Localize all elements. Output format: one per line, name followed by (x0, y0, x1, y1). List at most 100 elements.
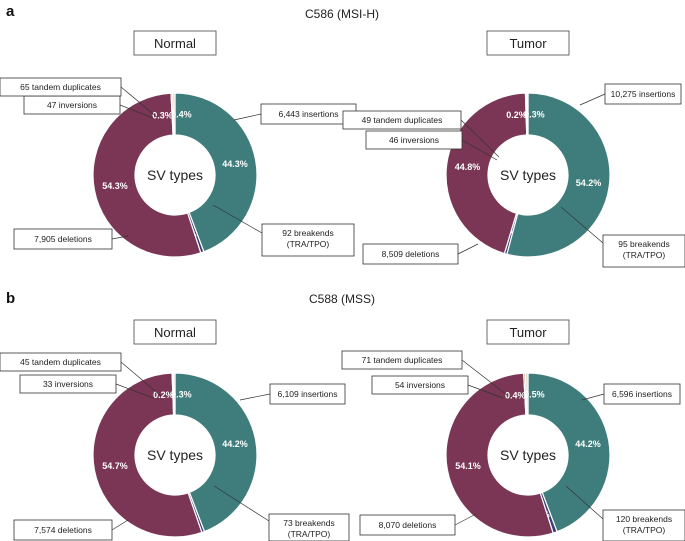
callout-box-breakends-a-normal (261, 223, 355, 257)
callout-line-insertions-a-tumor (579, 93, 606, 106)
callout-line-tandem-duplicates-a-normal (120, 86, 158, 118)
callout-line-deletions-b-tumor (454, 513, 477, 526)
callout-line-inversions-b-normal (115, 383, 154, 399)
callout-box-tandem-duplicates-b-normal (0, 352, 122, 372)
callout-line-deletions-a-normal (111, 235, 129, 240)
callout-box-tandem-duplicates-a-normal (0, 77, 122, 97)
callout-box-insertions-b-normal (269, 383, 346, 405)
callout-box-deletions-b-normal (13, 519, 113, 541)
callout-line-tandem-duplicates-b-tumor (461, 359, 508, 396)
pct-label-deletions-b-normal: 54.7% (102, 461, 128, 471)
pct-label-insertions-b-tumor: 44.2% (575, 439, 601, 449)
chart-title-box-b-normal: Normal (133, 319, 217, 345)
callout-label-inversions-b-tumor: 54 inversions (395, 380, 445, 390)
callout-box-tandem-duplicates-b-tumor (341, 350, 463, 370)
callout-label-inversions-b-normal: 33 inversions (43, 379, 93, 389)
chart-title-b-tumor: Tumor (509, 325, 547, 340)
callout-line-tandem-duplicates-b-normal (120, 361, 162, 397)
callout-line-deletions-a-tumor (457, 243, 479, 255)
callout-line-breakends-a-normal (212, 204, 263, 234)
pct-label-inversions-b-tumor: 0.4% (505, 390, 526, 400)
callout-line-breakends-b-normal (213, 485, 270, 522)
callout-box-deletions-a-normal (13, 228, 113, 250)
callout-box-insertions-b-tumor (603, 383, 681, 405)
callout-box-breakends-b-normal (268, 513, 350, 541)
pct-label-tandem-duplicates-b-normal: 0.3% (171, 389, 192, 399)
callout-line-insertions-b-tumor (581, 393, 605, 401)
callout-line-inversions-a-normal (119, 104, 154, 119)
callout-line-deletions-b-normal (111, 519, 129, 531)
pct-label-inversions-b-normal: 0.2% (153, 390, 174, 400)
center-label-b-normal: SV types (147, 447, 203, 463)
callout-line-tandem-duplicates-a-tumor (460, 119, 500, 158)
callout-label-inversions-a-normal: 47 inversions (47, 100, 97, 110)
callout-label-insertions-b-tumor: 6,596 insertions (612, 389, 672, 399)
slice-tandem-duplicates-a-tumor (526, 92, 529, 136)
callout-sublabel-breakends-b-tumor: (TRA/TPO) (623, 525, 666, 535)
callout-box-deletions-b-tumor (359, 514, 456, 536)
callout-line-insertions-b-normal (239, 393, 271, 401)
panel-title-a: C586 (MSI-H) (305, 7, 379, 21)
pct-label-deletions-b-tumor: 54.1% (455, 461, 481, 471)
chart-title-box-a-tumor: Tumor (486, 30, 570, 56)
callout-label-tandem-duplicates-a-tumor: 49 tandem duplicates (362, 115, 443, 125)
pct-label-deletions-a-tumor: 44.8% (455, 162, 481, 172)
callout-label-breakends-a-tumor: 95 breakends (618, 239, 670, 249)
callout-label-deletions-a-normal: 7,905 deletions (34, 234, 92, 244)
center-label-b-tumor: SV types (500, 447, 556, 463)
chart-title-box-b-tumor: Tumor (486, 319, 570, 345)
pct-label-insertions-a-tumor: 54.2% (576, 178, 602, 188)
slice-insertions-a-normal (174, 92, 258, 253)
slice-tandem-duplicates-b-normal (172, 372, 176, 416)
pct-label-tandem-duplicates-a-normal: 0.4% (171, 109, 192, 119)
callout-label-breakends-a-normal: 92 breakends (282, 228, 334, 238)
callout-sublabel-breakends-a-tumor: (TRA/TPO) (623, 250, 666, 260)
callout-label-tandem-duplicates-b-tumor: 71 tandem duplicates (362, 355, 443, 365)
pct-label-tandem-duplicates-b-tumor: 0.5% (524, 389, 545, 399)
slice-tandem-duplicates-b-tumor (524, 372, 529, 416)
callout-line-insertions-a-normal (233, 113, 262, 121)
slice-insertions-b-tumor (527, 372, 611, 533)
callout-label-deletions-b-tumor: 8,070 deletions (379, 520, 437, 530)
callout-box-inversions-a-tumor (365, 130, 463, 150)
slice-deletions-b-tumor (445, 372, 554, 538)
callout-label-breakends-b-tumor: 120 breakends (616, 514, 672, 524)
pct-label-inversions-a-tumor: 0.2% (506, 110, 527, 120)
chart-title-a-normal: Normal (154, 36, 196, 51)
callout-label-breakends-b-normal: 73 breakends (283, 518, 335, 528)
callout-box-inversions-b-normal (19, 374, 117, 394)
slice-tandem-duplicates-a-normal (172, 92, 176, 136)
slice-deletions-a-tumor (445, 92, 528, 255)
callout-label-insertions-a-tumor: 10,275 insertions (611, 89, 676, 99)
callout-box-tandem-duplicates-a-tumor (342, 110, 462, 130)
callout-line-breakends-b-tumor (565, 485, 604, 520)
pct-label-insertions-a-normal: 44.3% (222, 159, 248, 169)
panel-letter-b: b (6, 290, 15, 307)
callout-label-deletions-b-normal: 7,574 deletions (34, 525, 92, 535)
pct-label-tandem-duplicates-a-tumor: 0.3% (524, 109, 545, 119)
slice-insertions-b-normal (174, 372, 258, 533)
callout-box-insertions-a-tumor (604, 83, 682, 105)
callout-label-insertions-a-normal: 6,443 insertions (278, 109, 338, 119)
slice-deletions-b-normal (92, 372, 203, 538)
slice-insertions-a-tumor (506, 92, 611, 258)
callout-box-breakends-a-tumor (602, 234, 685, 268)
panel-title-b: C588 (MSS) (309, 292, 375, 306)
callout-line-inversions-a-tumor (461, 139, 498, 161)
callout-sublabel-breakends-b-normal: (TRA/TPO) (288, 529, 331, 539)
callout-label-tandem-duplicates-a-normal: 65 tandem duplicates (20, 82, 101, 92)
callout-label-inversions-a-tumor: 46 inversions (389, 135, 439, 145)
callout-line-breakends-a-tumor (560, 206, 604, 244)
chart-title-b-normal: Normal (154, 325, 196, 340)
callout-box-deletions-a-tumor (362, 243, 459, 265)
callout-sublabel-breakends-a-normal: (TRA/TPO) (287, 239, 330, 249)
pct-label-inversions-a-normal: 0.3% (152, 110, 173, 120)
chart-title-box-a-normal: Normal (133, 30, 217, 56)
pct-label-deletions-a-normal: 54.3% (102, 181, 128, 191)
callout-box-breakends-b-tumor (602, 509, 685, 541)
